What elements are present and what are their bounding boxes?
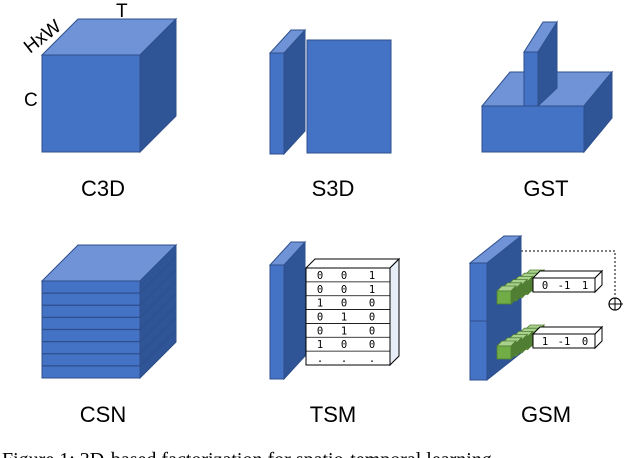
gsm-panel: 0 -1 1 1 -1 0 GSM xyxy=(468,234,623,427)
gst-panel: GST xyxy=(480,20,614,201)
tsm-cell: 0 xyxy=(369,325,375,337)
gsm-weight-box-bottom: 1 -1 0 xyxy=(531,325,604,350)
tsm-cell: 1 xyxy=(317,339,323,351)
tsm-cell: . xyxy=(369,353,375,365)
c3d-cube-front xyxy=(41,54,141,153)
gsm-gate-path xyxy=(521,250,616,297)
c-axis-label: C xyxy=(24,90,38,111)
figure-caption: Figure 1: 3D-based factorization for spa… xyxy=(2,449,492,458)
tsm-cell: 1 xyxy=(317,298,323,310)
gsm-gate-cell xyxy=(496,290,512,305)
tsm-spatial-top xyxy=(268,241,307,266)
gsm-weight-top-2: 1 xyxy=(582,280,588,292)
s3d-spatial-top xyxy=(268,29,307,54)
c3d-panel: HxW T C C3D xyxy=(20,1,178,201)
tsm-cell: 0 xyxy=(341,270,347,282)
gst-label: GST xyxy=(523,176,568,201)
tsm-cell: 0 xyxy=(341,284,347,296)
csn-channel-line-side xyxy=(139,293,177,330)
csn-channel-line-side xyxy=(139,305,177,343)
s3d-panel: S3D xyxy=(268,28,392,201)
c3d-label: C3D xyxy=(81,176,125,201)
gsm-block-front-top xyxy=(469,262,488,322)
tsm-cell: 0 xyxy=(317,325,323,337)
gsm-weight-bottom-1: -1 xyxy=(558,336,571,348)
csn-channel-line-side xyxy=(139,256,177,294)
gsm-weight-bottom-0: 1 xyxy=(542,336,548,348)
csn-channel-line-side xyxy=(139,280,177,318)
tsm-cell: 0 xyxy=(369,339,375,351)
gsm-label: GSM xyxy=(521,402,571,427)
tsm-cell: . xyxy=(341,353,347,365)
s3d-temporal-block xyxy=(306,39,392,154)
tsm-cell: 1 xyxy=(341,325,347,337)
gsm-weight-bottom-2: 0 xyxy=(582,336,588,348)
tsm-spatial-side xyxy=(283,240,306,381)
tsm-cell: 0 xyxy=(317,270,323,282)
gsm-block-front-bottom xyxy=(469,320,488,381)
tsm-cell: 0 xyxy=(317,312,323,324)
tsm-cell: 0 xyxy=(341,298,347,310)
csn-channel-line-side xyxy=(139,268,177,306)
gsm-weight-box-top: 0 -1 1 xyxy=(531,269,604,294)
csn-channel-lines xyxy=(42,256,177,367)
s3d-label: S3D xyxy=(312,176,355,201)
gst-base-front xyxy=(481,105,585,153)
gst-pillar-top xyxy=(523,21,558,53)
tsm-matrix-top xyxy=(304,258,401,269)
tsm-matrix-side xyxy=(389,257,400,367)
gst-pillar-front xyxy=(523,51,539,107)
csn-panel: CSN xyxy=(40,243,178,427)
tsm-cell: 1 xyxy=(369,284,375,296)
tsm-spatial-front xyxy=(269,264,285,380)
tsm-cell: 0 xyxy=(341,339,347,351)
csn-channel-line-side xyxy=(139,317,177,355)
t-axis-label: T xyxy=(116,1,128,22)
tsm-cell: 0 xyxy=(317,284,323,296)
csn-label: CSN xyxy=(80,402,126,427)
csn-channel-line-side xyxy=(139,329,177,367)
tsm-cell: . xyxy=(317,353,323,365)
tsm-cell: 0 xyxy=(369,312,375,324)
s3d-spatial-front xyxy=(269,52,285,155)
tsm-cell: 1 xyxy=(369,270,375,282)
tsm-matrix-front xyxy=(305,267,391,366)
gsm-weight-top-1: -1 xyxy=(558,280,571,292)
gsm-gate-cell xyxy=(496,345,512,360)
tsm-cell: 1 xyxy=(341,312,347,324)
gsm-weight-top-0: 0 xyxy=(542,280,548,292)
tsm-cell: 0 xyxy=(369,298,375,310)
tsm-label: TSM xyxy=(310,402,356,427)
